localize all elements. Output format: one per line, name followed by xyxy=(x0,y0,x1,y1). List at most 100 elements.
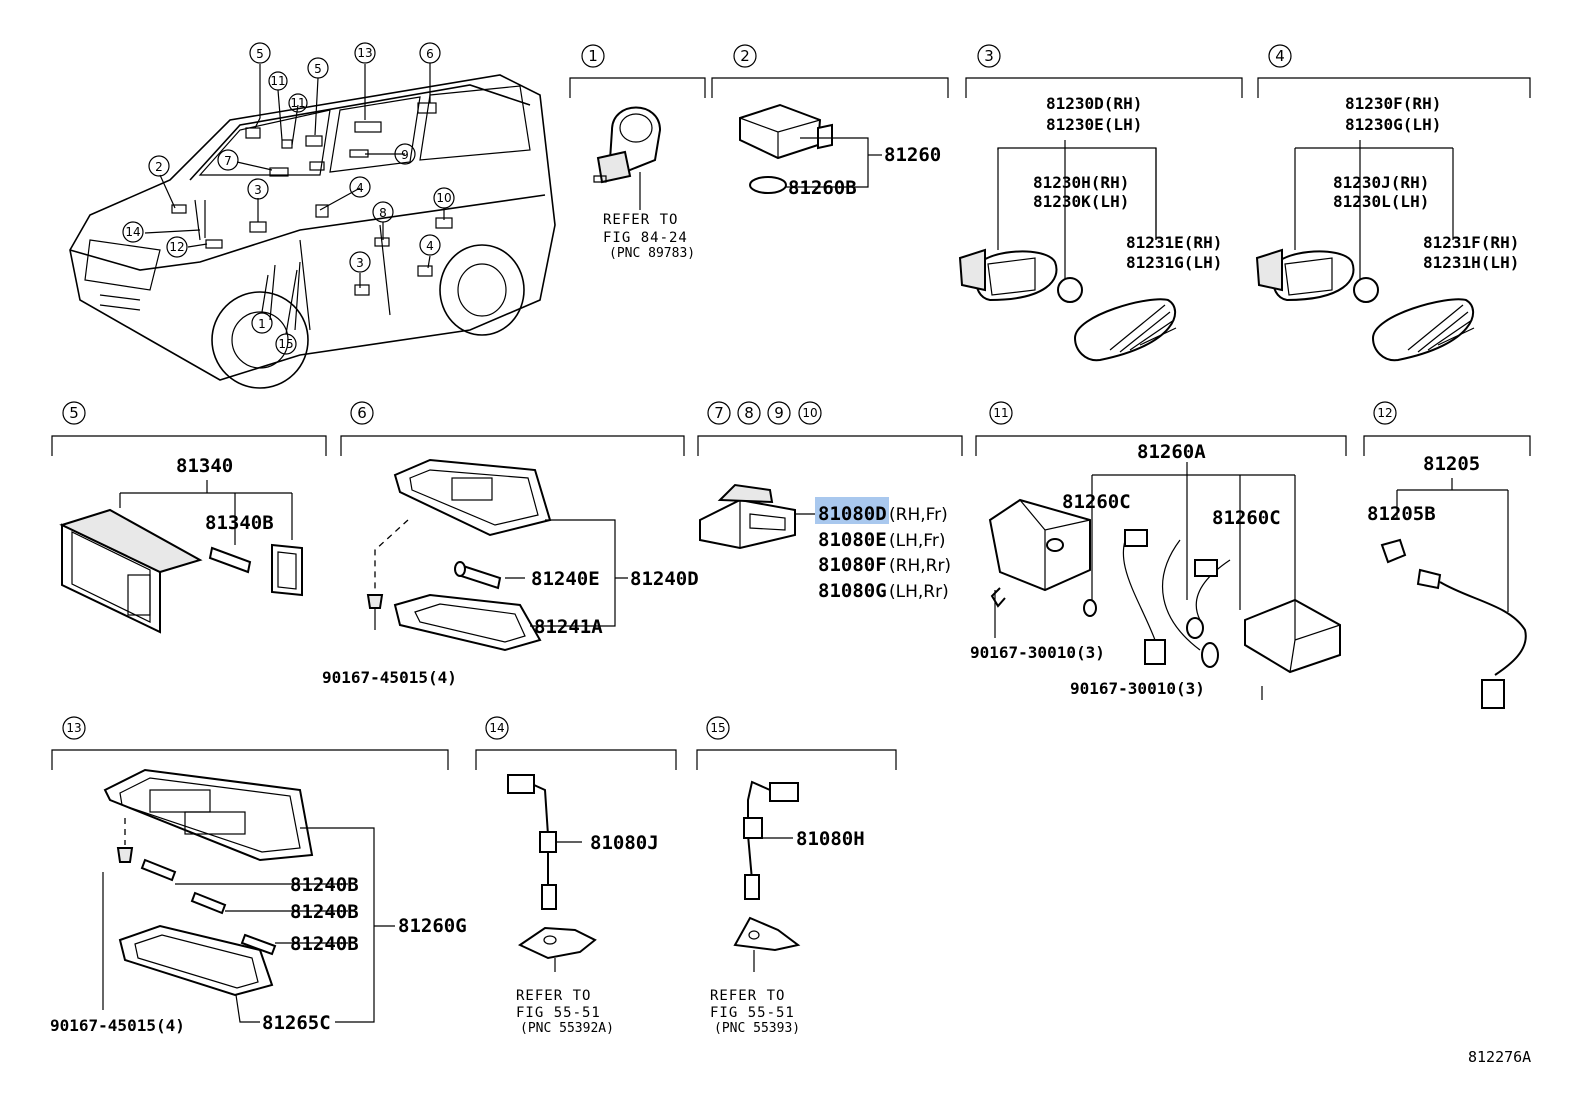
svg-text:5: 5 xyxy=(69,404,79,422)
svg-text:7: 7 xyxy=(714,404,724,422)
section-13-callout[interactable]: 13 xyxy=(62,716,86,740)
part-number[interactable]: 81230J(RH) xyxy=(1333,173,1429,192)
part-number[interactable]: 81240B xyxy=(290,933,359,955)
part-number[interactable]: 81260A xyxy=(1137,441,1206,463)
part-number[interactable]: 81231F(RH) xyxy=(1423,233,1519,252)
part-number[interactable]: 90167-30010(3) xyxy=(1070,679,1205,698)
part-number[interactable]: 81230H(RH) xyxy=(1033,173,1129,192)
part-number[interactable]: 81231E(RH) xyxy=(1126,233,1222,252)
part-number[interactable]: 81265C xyxy=(262,1012,331,1034)
part-number[interactable]: 81260G xyxy=(398,915,467,937)
part-number[interactable]: 81230K(LH) xyxy=(1033,192,1129,211)
part-number[interactable]: 81340 xyxy=(176,455,233,477)
part-number[interactable]: 81240E xyxy=(531,568,600,590)
vehicle-callout[interactable]: 5 xyxy=(249,42,271,64)
svg-text:2: 2 xyxy=(740,47,750,65)
svg-text:12: 12 xyxy=(169,240,184,254)
svg-text:8: 8 xyxy=(379,206,387,220)
svg-text:1: 1 xyxy=(258,317,266,331)
section-2-callout[interactable]: 2 xyxy=(733,44,757,68)
svg-text:4: 4 xyxy=(356,181,364,195)
section-2-drawing xyxy=(739,103,882,194)
part-number[interactable]: 81231G(LH) xyxy=(1126,253,1222,272)
vehicle-callout[interactable]: 10 xyxy=(433,187,455,209)
vehicle-callout[interactable]: 5 xyxy=(307,57,329,79)
part-number[interactable]: 81080E xyxy=(818,529,887,551)
part-number[interactable]: 81205B xyxy=(1367,503,1436,525)
section-8-callout[interactable]: 8 xyxy=(737,401,761,425)
part-number[interactable]: 90167-45015(4) xyxy=(50,1016,185,1035)
part-number[interactable]: 81205 xyxy=(1423,453,1480,475)
svg-text:3: 3 xyxy=(356,256,364,270)
section-11-callout[interactable]: 11 xyxy=(989,401,1013,425)
part-number[interactable]: 81080H xyxy=(796,828,865,850)
vehicle-callout[interactable]: 4 xyxy=(419,234,441,256)
vehicle-callout[interactable]: 8 xyxy=(372,201,394,223)
vehicle-callout[interactable]: 15 xyxy=(275,333,297,355)
section-6-callout[interactable]: 6 xyxy=(350,401,374,425)
section-brackets xyxy=(51,77,1531,770)
part-number[interactable]: 81340B xyxy=(205,512,274,534)
part-number[interactable]: 81260 xyxy=(884,144,941,166)
part-number[interactable]: 81080G xyxy=(818,580,887,602)
part-number[interactable]: 90167-30010(3) xyxy=(970,643,1105,662)
vehicle-callout[interactable]: 1 xyxy=(251,312,273,334)
section-3-callout[interactable]: 3 xyxy=(977,44,1001,68)
svg-text:10: 10 xyxy=(802,406,817,420)
vehicle-callout[interactable]: 11 xyxy=(288,93,308,113)
section-15-callout[interactable]: 15 xyxy=(706,716,730,740)
section-9-callout[interactable]: 9 xyxy=(767,401,791,425)
section-10-callout[interactable]: 10 xyxy=(798,401,822,425)
part-number[interactable]: 81240D xyxy=(630,568,699,590)
part-number[interactable]: 81260C xyxy=(1062,491,1131,513)
part-highlight xyxy=(815,497,889,524)
vehicle-callout[interactable]: 13 xyxy=(354,42,376,64)
part-number[interactable]: 90167-45015(4) xyxy=(322,668,457,687)
part-number[interactable]: 81240B xyxy=(290,874,359,896)
svg-text:15: 15 xyxy=(710,721,725,735)
svg-text:13: 13 xyxy=(357,46,372,60)
vehicle-callout[interactable]: 2 xyxy=(148,155,170,177)
vehicle-callout[interactable]: 9 xyxy=(394,143,416,165)
part-number[interactable]: 81260B xyxy=(788,177,857,199)
part-number[interactable]: 81230D(RH) xyxy=(1046,94,1142,113)
vehicle-callout[interactable]: 11 xyxy=(268,71,288,91)
reference-note: FIG 55-51 xyxy=(516,1005,601,1021)
section-5-labels: 81340 81340B xyxy=(176,455,274,534)
reference-note: (PNC 55393) xyxy=(714,1021,800,1036)
svg-text:3: 3 xyxy=(254,183,262,197)
vehicle-callout[interactable]: 6 xyxy=(419,42,441,64)
part-number[interactable]: 81080F xyxy=(818,554,887,576)
part-number-selected[interactable]: 81080D xyxy=(818,503,887,525)
svg-text:9: 9 xyxy=(401,148,409,162)
section-14-labels: 81080J REFER TO FIG 55-51 (PNC 55392A) xyxy=(516,832,659,1036)
section-14-callout[interactable]: 14 xyxy=(485,716,509,740)
part-number[interactable]: 81230F(RH) xyxy=(1345,94,1441,113)
reference-note: REFER TO xyxy=(516,988,591,1004)
part-number[interactable]: 81080J xyxy=(590,832,659,854)
vehicle-callout[interactable]: 3 xyxy=(349,251,371,273)
part-number[interactable]: 81260C xyxy=(1212,507,1281,529)
section-12-callout[interactable]: 12 xyxy=(1373,401,1397,425)
part-number[interactable]: 81230L(LH) xyxy=(1333,192,1429,211)
reference-note: FIG 55-51 xyxy=(710,1005,795,1021)
vehicle-callout[interactable]: 7 xyxy=(217,149,239,171)
part-number[interactable]: 81230E(LH) xyxy=(1046,115,1142,134)
vehicle-callout[interactable]: 4 xyxy=(349,176,371,198)
section-3-drawing xyxy=(958,140,1177,362)
vehicle-callout[interactable]: 14 xyxy=(122,221,144,243)
section-7-callout[interactable]: 7 xyxy=(707,401,731,425)
svg-text:4: 4 xyxy=(426,239,434,253)
section-7-labels: 81080D (RH,Fr) 81080E (LH,Fr) 81080F (RH… xyxy=(818,503,951,602)
section-callouts: 1 2 3 4 5 6 7 8 9 10 11 12 13 14 15 xyxy=(62,44,1397,740)
part-number[interactable]: 81241A xyxy=(534,616,603,638)
section-1-callout[interactable]: 1 xyxy=(581,44,605,68)
part-number[interactable]: 81230G(LH) xyxy=(1345,115,1441,134)
part-number[interactable]: 81240B xyxy=(290,901,359,923)
part-number[interactable]: 81231H(LH) xyxy=(1423,253,1519,272)
vehicle-callout[interactable]: 3 xyxy=(247,178,269,200)
section-5-callout[interactable]: 5 xyxy=(62,401,86,425)
vehicle-callout[interactable]: 12 xyxy=(166,236,188,258)
section-4-callout[interactable]: 4 xyxy=(1268,44,1292,68)
